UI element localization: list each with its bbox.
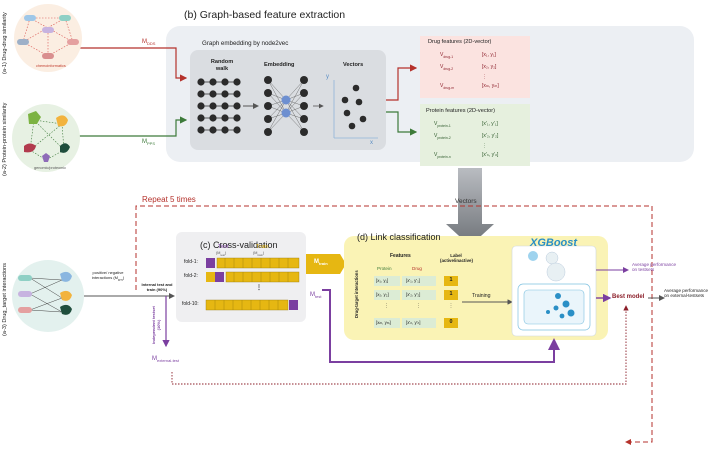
avg-external-label: Average performance on external-testsets	[664, 288, 709, 299]
features-header: Features	[390, 253, 411, 259]
internal-split-label: Internal test and train (90%)	[141, 282, 173, 292]
node2vec-title: Graph embedding by node2vec	[202, 40, 289, 47]
external-test-path	[171, 305, 629, 385]
panel-c-title: (c) Cross-validation	[200, 240, 278, 250]
protein-feature-row: ⋮	[482, 143, 487, 149]
mpps-arrow	[66, 116, 188, 137]
mtrain-arrow	[306, 254, 346, 274]
fold-label: ⋮	[256, 285, 262, 291]
label-cell: 0	[449, 319, 453, 325]
drug-feature-row: Vdrug-m[xₘ, yₘ]	[440, 83, 499, 90]
vectors-label: Vectors	[343, 62, 364, 68]
mpps-label: MPPS	[142, 139, 156, 147]
xgboost-tree-graphic	[517, 251, 591, 331]
avg-testsets-label: Average performance on testsets	[632, 262, 677, 273]
m-external-label: Mexternal-test	[152, 356, 180, 364]
repeat-label: Repeat 5 times	[142, 195, 196, 204]
a2-caption: genomic/proteomic	[34, 166, 67, 170]
mtest-path	[322, 289, 560, 363]
drug-cell: ⋮	[416, 303, 421, 309]
protein-features-list: Vprotein-1[x'₁, y'₁] Vprotein-2[x'₂, y'₂…	[434, 119, 526, 162]
protein-features-box	[420, 104, 530, 166]
drug-features-title: Drug features (2D-vector)	[428, 39, 492, 45]
vectors-arrow-label: Vectors	[455, 198, 477, 205]
vector-scatter-graphic	[333, 80, 378, 139]
fold-label: fold-1:	[184, 259, 198, 265]
random-walk-label: Random walk	[210, 59, 234, 72]
drug-features-arrow	[386, 64, 418, 101]
a1-caption: chemoinformatics	[36, 64, 66, 68]
protein-feature-row: Vprotein-1[x'₁, y'₁]	[434, 121, 498, 128]
axis-x-label: x	[370, 140, 373, 146]
label-cell: 1	[449, 277, 453, 283]
xgboost-logo: XGBoost	[530, 237, 578, 249]
drug-features-list: Vdrug-1[x₁, y₁] Vdrug-2[x₂, y₂] ⋮ Vdrug-…	[440, 50, 526, 93]
label-header: Label (active/inactive)	[440, 253, 473, 263]
vectors-big-arrow	[446, 168, 494, 246]
m-test-label: Mtest	[310, 292, 322, 300]
m-train-label: Mtrain	[314, 259, 328, 267]
drug-features-box	[420, 36, 530, 98]
drug-cell: [x'ₙ, y'ₙ]	[406, 320, 421, 325]
repeat-loop	[135, 205, 653, 445]
panel-d-title: (d) Link classification	[357, 232, 441, 242]
feature-table	[374, 276, 458, 328]
drug-cell: [x'₁, y'₁]	[406, 278, 420, 283]
cv-train-sub: (Mtrain)	[253, 251, 265, 257]
axis-y-label: y	[326, 74, 329, 80]
protein-col-header: Protein	[377, 266, 392, 271]
mdds-label: MDDS	[142, 39, 156, 47]
cv-test-header: Test	[218, 244, 229, 250]
protein-cell: [xₘ, yₘ]	[376, 320, 391, 325]
dti-side-label: Drug-target interactions	[354, 270, 359, 318]
protein-cell: [x₁, y₁]	[376, 278, 389, 283]
drug-feature-row: Vdrug-1[x₁, y₁]	[440, 52, 496, 59]
drug-col-header: Drug	[412, 266, 422, 271]
drug-feature-row: ⋮	[482, 74, 487, 80]
protein-features-arrow	[386, 111, 418, 136]
a3-label: (a-3) Drug_target interactions	[2, 262, 8, 336]
best-model-label: Best model	[612, 294, 645, 300]
random-walk-graphic	[197, 78, 259, 134]
drug-cell: [x'₂, y'₂]	[406, 292, 421, 297]
cv-test-sub: (Mtest)	[216, 251, 227, 257]
embedding-label: Embedding	[264, 62, 295, 68]
independent-split-label: Independent testset (10%)	[151, 306, 161, 344]
protein-cell: ⋮	[384, 303, 389, 309]
fold-label: fold-2:	[184, 273, 198, 279]
mdds-arrow	[66, 47, 188, 82]
training-label: Training	[472, 293, 491, 299]
label-cell: ⋮	[448, 303, 454, 309]
a1-label: (a-1) Drug-drug similarity	[2, 12, 8, 74]
protein-features-title: Protein features (2D-vector)	[426, 108, 496, 114]
fold-bars	[205, 257, 300, 311]
drug-feature-row: Vdrug-2[x₂, y₂]	[440, 64, 497, 71]
protein-cell: [x₂, y₂]	[376, 292, 389, 297]
label-cell: 1	[449, 291, 453, 297]
fold-label: fold-10:	[182, 301, 199, 307]
a2-label: (a-2) Protein-protein similarity	[2, 102, 8, 176]
protein-feature-row: Vprotein-2[x'₂, y'₂]	[434, 133, 499, 140]
panel-b-title: (b) Graph-based feature extraction	[184, 9, 346, 21]
interactions-label: positive/ negative interactions (MDTI)	[91, 270, 125, 282]
cv-train-header: Train	[256, 244, 269, 250]
protein-feature-row: Vprotein-n[x'ₙ, y'ₙ]	[434, 152, 499, 159]
